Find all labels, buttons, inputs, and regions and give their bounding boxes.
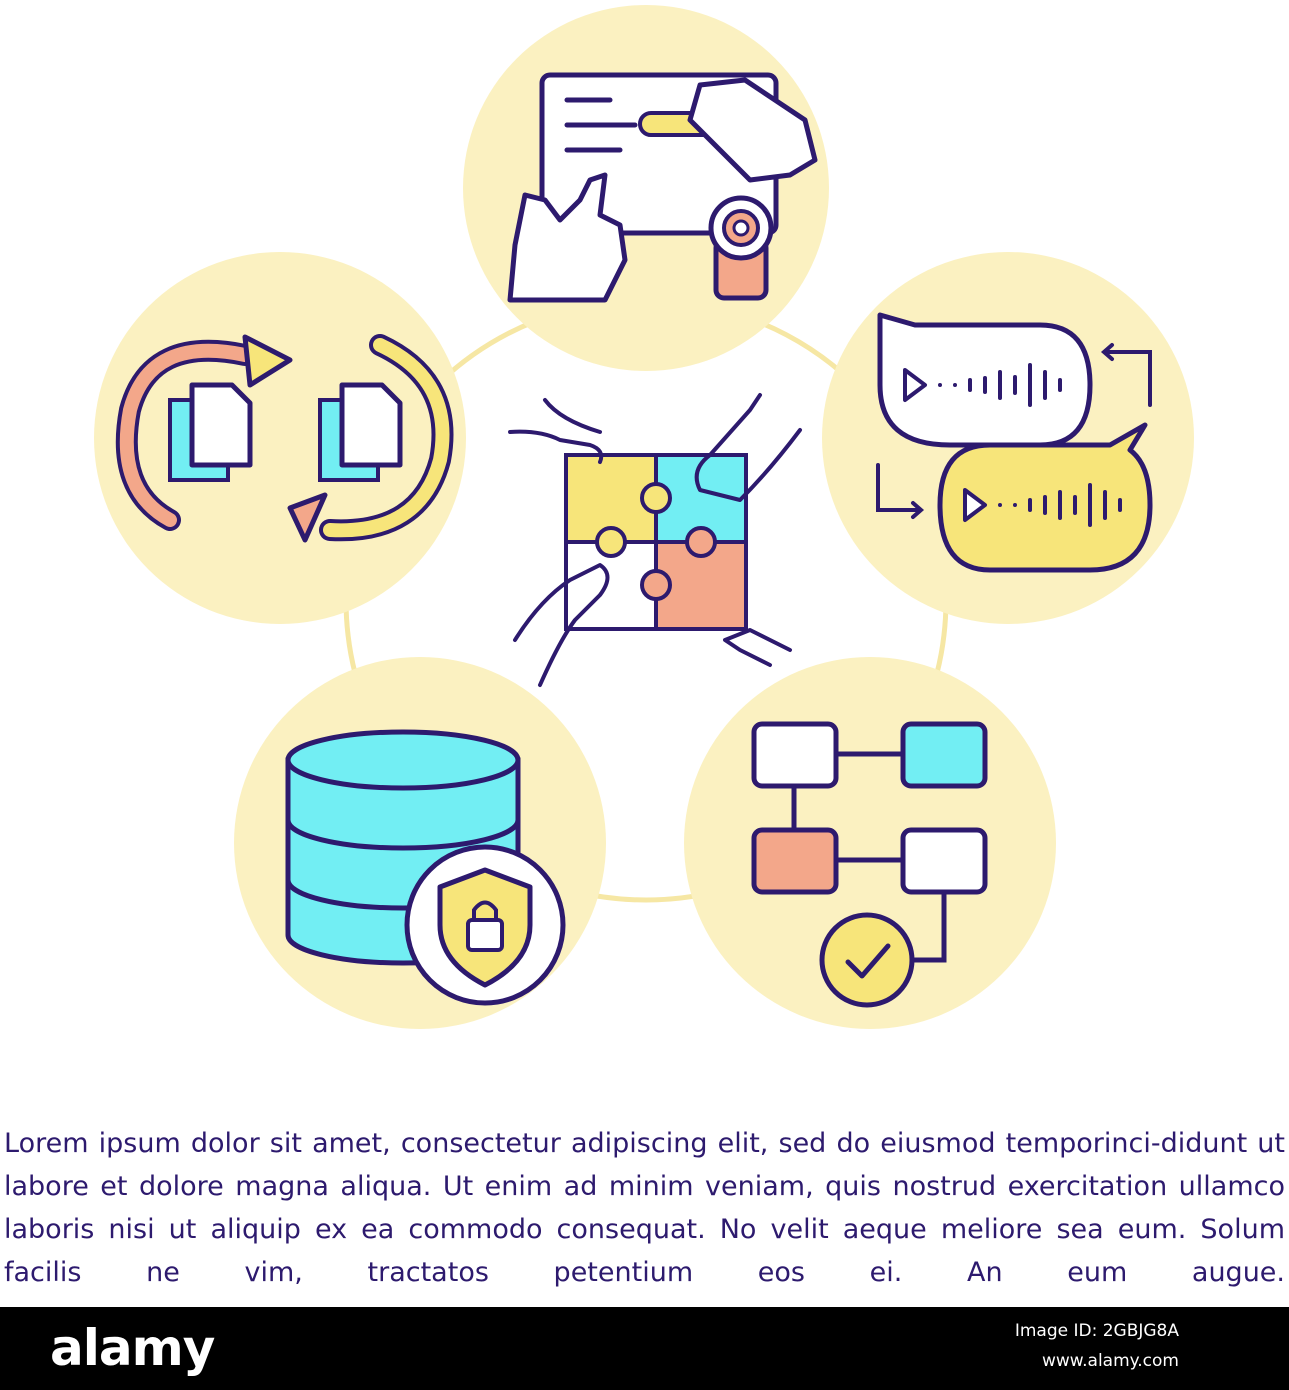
secure-database-icon xyxy=(234,657,606,1029)
document-sync-icon xyxy=(94,252,466,624)
image-id-label: Image ID: 2GBJG8A xyxy=(1014,1321,1179,1341)
caption-text: Lorem ipsum dolor sit amet, consectetur … xyxy=(4,1128,1285,1288)
site-url-link[interactable]: www.alamy.com xyxy=(1041,1351,1179,1371)
brand-logo: alamy xyxy=(50,1319,215,1377)
workflow-check-icon xyxy=(684,657,1056,1029)
signing-contract-icon xyxy=(463,5,829,371)
audio-messages-icon xyxy=(822,252,1194,624)
watermark-banner: alamy Image ID: 2GBJG8A www.alamy.com xyxy=(0,1307,1289,1390)
concept-illustration xyxy=(94,5,1194,1029)
puzzle-teamwork-icon xyxy=(508,393,802,687)
